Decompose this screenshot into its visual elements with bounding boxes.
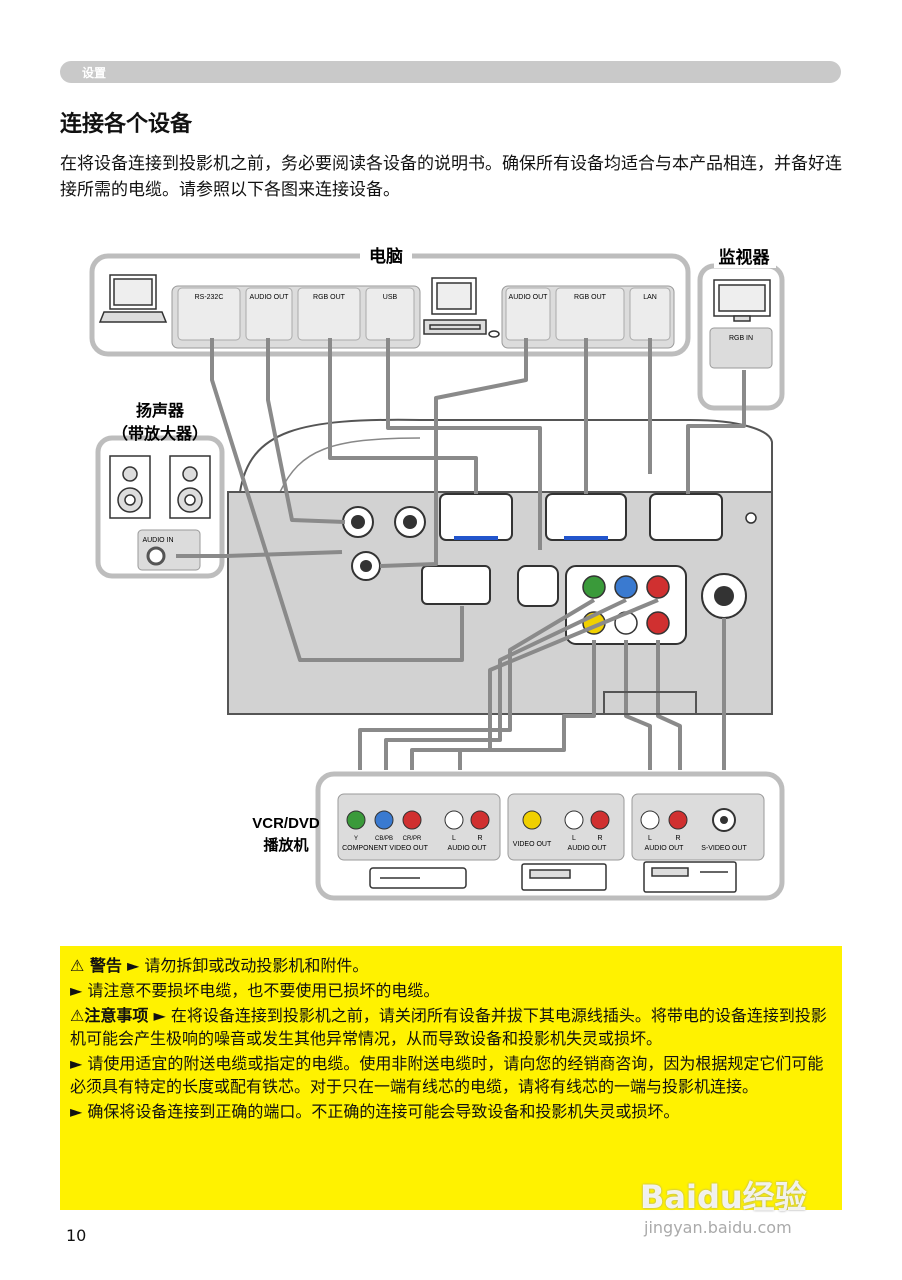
section-header-bar: 设置 (60, 61, 841, 83)
vcr-port-video-out: VIDEO OUT (513, 841, 552, 848)
intro-paragraph: 在将设备连接到投影机之前，务必要阅读各设备的说明书。确保所有设备均适合与本产品相… (60, 154, 842, 200)
watermark: Baidu经验 jingyan.baidu.com (640, 1172, 807, 1237)
vcr-label: VCR/DVD (252, 815, 320, 832)
watermark-url: jingyan.baidu.com (644, 1218, 792, 1237)
speaker-label-sub: （带放大器） (112, 424, 208, 443)
vcr-port-r3: R (675, 835, 680, 842)
computer-port-panel-2: AUDIO OUT RGB OUT LAN (501, 285, 675, 349)
section-header-label: 设置 (82, 66, 107, 80)
vcr-port-audio-out-c: AUDIO OUT (645, 845, 685, 852)
vcr-port-panel-2: VIDEO OUT L R AUDIO OUT (507, 793, 625, 861)
speaker-label: 扬声器 (136, 401, 185, 420)
dvd-recorder-icon (643, 861, 737, 893)
vcr-port-panel-3: L R AUDIO OUT S-VIDEO OUT (631, 793, 765, 861)
warning-label: ⚠ 警告 (70, 956, 122, 975)
vcr-port-component: COMPONENT VIDEO OUT (342, 845, 429, 852)
laptop-icon (98, 274, 168, 323)
warning-text-1: ► 请勿拆卸或改动投影机和附件。 (127, 956, 369, 975)
vcr-port-l3: L (648, 835, 652, 842)
monitor-label: 监视器 (719, 247, 771, 267)
watermark-logo: Baidu经验 (640, 1178, 807, 1216)
connection-diagram: 电脑 RS-232C AUDIO OUT RGB OUT USB AUDIO O… (89, 246, 785, 901)
vcr-port-r2: R (597, 835, 602, 842)
vcr-port-l1: L (452, 835, 456, 842)
computer-port-panel-1: RS-232C AUDIO OUT RGB OUT USB (171, 285, 421, 349)
caution-text-3: ► 确保将设备连接到正确的端口。不正确的连接可能会导致设备和投影机失灵或损坏。 (70, 1102, 680, 1121)
vcr-port-panel-1: Y CB/PB CR/PR COMPONENT VIDEO OUT L R AU… (337, 793, 501, 861)
vcr-label-sub: 播放机 (263, 836, 308, 854)
caution-label: ⚠注意事项 (70, 1006, 149, 1025)
port-label-audio-out-2: AUDIO OUT (509, 294, 549, 301)
vcr-port-svideo-out: S-VIDEO OUT (701, 845, 747, 852)
warning-text-2: ► 请注意不要损坏电缆，也不要使用已损坏的电缆。 (70, 981, 440, 1000)
port-label-audio-in: AUDIO IN (142, 537, 173, 544)
dvd-player-icon (369, 867, 467, 889)
page-title: 连接各个设备 (60, 112, 193, 137)
warning-box: ⚠ 警告 ► 请勿拆卸或改动投影机和附件。 ► 请注意不要损坏电缆，也不要使用已… (60, 946, 842, 1210)
caution-text-2: ► 请使用适宜的附送电缆或指定的电缆。使用非附送电缆时，请向您的经销商咨询，因为… (70, 1054, 824, 1096)
connection-cables (176, 338, 746, 770)
caution-text-1: ► 在将设备连接到投影机之前，请关闭所有设备并拔下其电源线插头。将带电的设备连接… (70, 1006, 827, 1048)
speaker-group-frame (95, 435, 225, 579)
port-label-rgb-out-2: RGB OUT (574, 294, 607, 301)
port-label-lan: LAN (643, 294, 657, 301)
warning-line-1: ⚠ 警告 ► 请勿拆卸或改动投影机和附件。 (70, 954, 832, 977)
page-number: 10 (66, 1226, 87, 1245)
vcr-port-audio-out-b: AUDIO OUT (568, 845, 608, 852)
port-label-usb: USB (383, 294, 398, 301)
vcr-port-audio-out-a: AUDIO OUT (448, 845, 488, 852)
vcr-group-frame (315, 771, 785, 901)
speaker-icon-left (109, 455, 151, 519)
speaker-icon-right (169, 455, 211, 519)
vcr-player-icon (521, 863, 607, 891)
port-label-audio-out-1: AUDIO OUT (250, 294, 290, 301)
computer-label: 电脑 (369, 246, 403, 266)
vcr-port-l2: L (572, 835, 576, 842)
port-label-rs232c: RS-232C (195, 294, 224, 301)
monitor-icon (713, 279, 771, 322)
vcr-port-y: Y (354, 836, 358, 842)
vcr-port-cr: CR/PR (403, 836, 422, 842)
vcr-port-r1: R (477, 835, 482, 842)
caution-line-1: ⚠注意事项 ► 在将设备连接到投影机之前，请关闭所有设备并拔下其电源线插头。将带… (70, 1004, 832, 1050)
port-label-rgb-out-1: RGB OUT (313, 294, 346, 301)
port-label-rgb-in: RGB IN (729, 335, 753, 342)
vcr-port-cb: CB/PB (375, 836, 393, 842)
desktop-computer-icon (423, 277, 500, 338)
